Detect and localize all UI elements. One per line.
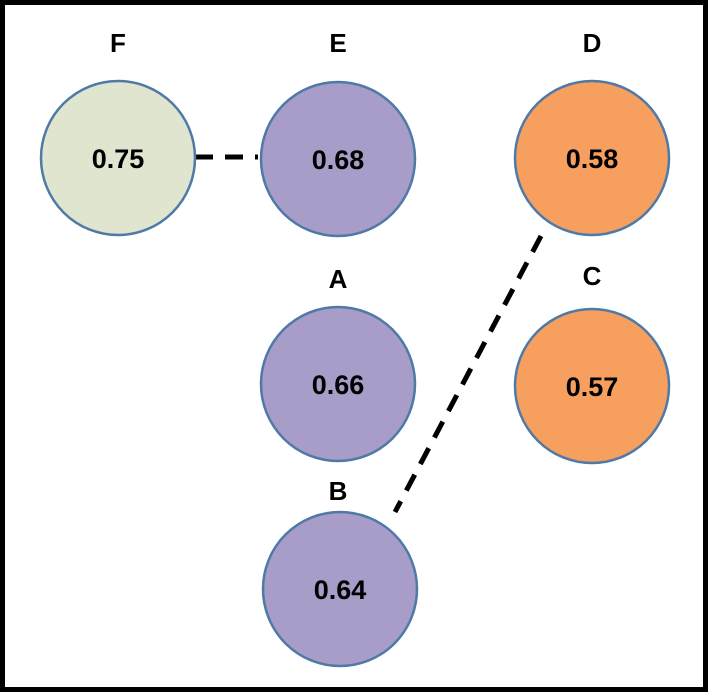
node-f-label: F (110, 28, 126, 58)
node-f: F 0.75 (39, 28, 197, 237)
node-c-circle (513, 307, 671, 465)
node-b-label: B (329, 476, 348, 506)
node-d: D 0.58 (513, 28, 671, 237)
node-b-circle (261, 510, 419, 668)
node-a: A 0.66 (259, 264, 417, 463)
node-f-circle (39, 79, 197, 237)
node-c: C 0.57 (513, 261, 671, 465)
node-a-circle (259, 305, 417, 463)
node-a-label: A (329, 264, 348, 294)
node-e: E 0.68 (259, 28, 417, 238)
node-d-circle (513, 79, 671, 237)
node-a-value: 0.66 (312, 370, 365, 400)
node-b: B 0.64 (261, 476, 419, 668)
node-d-value: 0.58 (566, 144, 619, 174)
node-d-label: D (583, 28, 602, 58)
node-b-value: 0.64 (314, 575, 367, 605)
node-e-label: E (329, 28, 346, 58)
node-f-value: 0.75 (92, 144, 145, 174)
link-d-b (392, 234, 544, 514)
node-c-label: C (583, 261, 602, 291)
node-e-circle (259, 80, 417, 238)
node-c-value: 0.57 (566, 372, 619, 402)
node-e-value: 0.68 (312, 145, 365, 175)
